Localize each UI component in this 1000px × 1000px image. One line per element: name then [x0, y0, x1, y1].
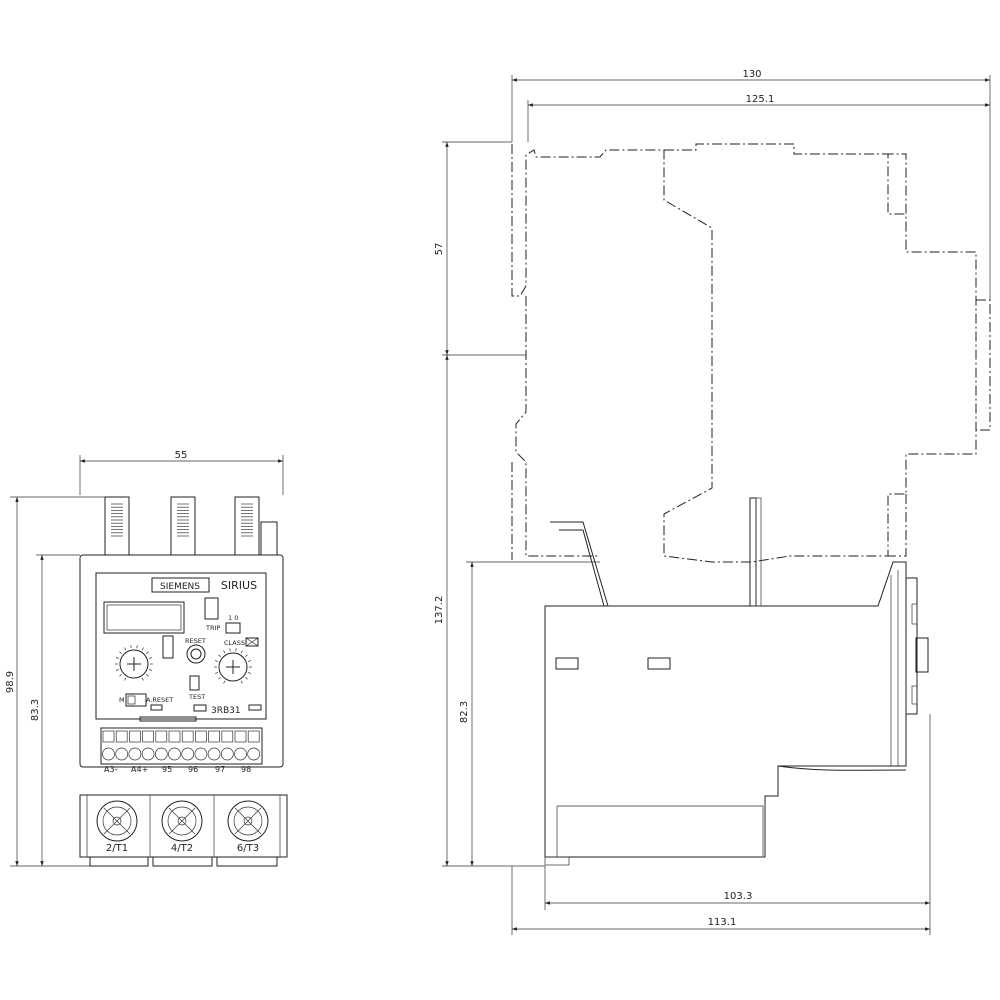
dim-height-side: 137.2 — [434, 596, 445, 625]
control-terminal-label: A3- — [104, 765, 118, 774]
current-setting-dial[interactable] — [115, 645, 153, 681]
side-slot — [647, 657, 671, 670]
mode-switch[interactable] — [125, 693, 147, 707]
front-view: SIEMENS SIRIUS TRIP 1 0 RESET CLASS TE — [79, 496, 288, 867]
class-window — [245, 637, 259, 647]
relay-body — [544, 561, 907, 858]
device-body — [79, 554, 284, 768]
dim-depth-total: 130 — [742, 69, 761, 80]
contactor-outline — [511, 143, 991, 563]
dim-depth-upper: 57 — [434, 243, 445, 256]
power-terminal-block — [79, 794, 288, 858]
class-label: CLASS — [224, 639, 245, 647]
class-setting-dial[interactable] — [214, 648, 252, 684]
dim-depth-rail: 125.1 — [746, 94, 775, 105]
power-terminal-label: 6/T3 — [237, 843, 259, 854]
mode-auto-label: A.RESET — [146, 696, 173, 704]
reset-button[interactable] — [186, 644, 206, 664]
dim-depth-mount: 113.1 — [708, 917, 737, 928]
control-terminal-label: 98 — [241, 765, 251, 774]
trip-window — [225, 622, 241, 634]
top-terminals — [104, 496, 278, 557]
control-terminal-label: A4+ — [131, 765, 148, 774]
dim-height-body: 83.3 — [30, 699, 41, 721]
control-terminal-label: 95 — [162, 765, 172, 774]
side-view — [511, 143, 991, 866]
series-text: SIRIUS — [221, 579, 257, 592]
control-terminal-block: A3- A4+ 95 96 97 98 — [100, 727, 263, 774]
power-terminal-label: 4/T2 — [171, 843, 193, 854]
dim-height-total: 98.9 — [5, 671, 16, 693]
reset-label: RESET — [185, 637, 206, 645]
test-label: TEST — [188, 693, 205, 701]
display-window — [103, 601, 185, 634]
model-label: 3RB31 — [211, 706, 241, 716]
test-button[interactable] — [193, 704, 207, 712]
front-panel — [95, 572, 267, 720]
test-slider-slot — [189, 675, 200, 691]
reset-lever — [162, 635, 174, 659]
dim-depth-body: 103.3 — [724, 891, 753, 902]
brand-text: SIEMENS — [160, 582, 200, 592]
trip-indicator-slot — [204, 597, 219, 620]
trip-label: TRIP — [205, 624, 220, 632]
brand-plate — [151, 577, 210, 593]
mode-manual-label: M — [119, 696, 125, 704]
dim-width-front: 55 — [175, 450, 188, 461]
side-slot — [555, 657, 579, 670]
power-terminal-label: 2/T1 — [106, 843, 128, 854]
side-dimensions: 130 125.1 57 137.2 82.3 103.3 113.1 — [434, 69, 991, 935]
dim-height-side-body: 82.3 — [459, 701, 470, 723]
trip-states: 1 0 — [228, 614, 238, 622]
control-terminal-label: 97 — [215, 765, 225, 774]
front-dimensions: 55 98.9 83.3 — [5, 450, 284, 867]
control-terminal-label: 96 — [188, 765, 198, 774]
